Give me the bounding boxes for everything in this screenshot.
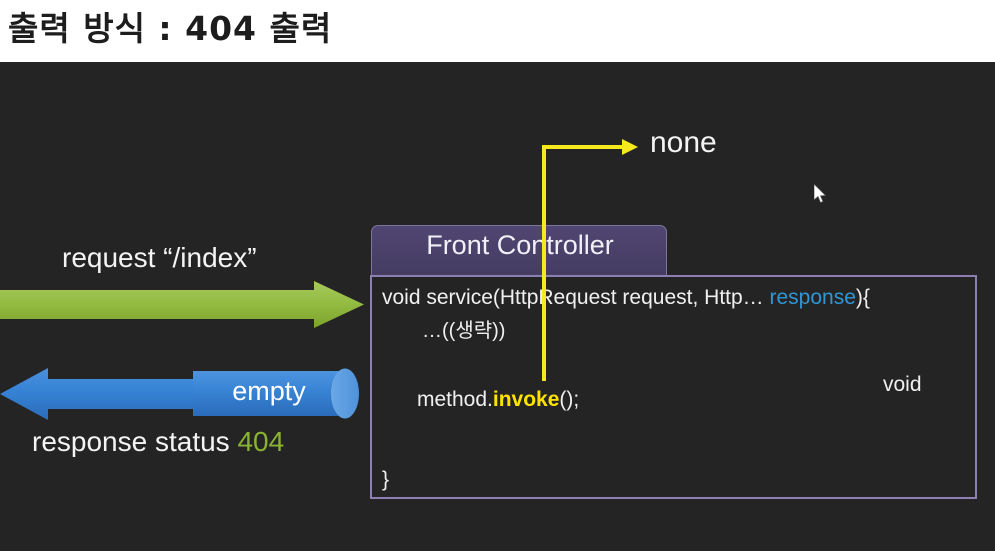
code-signature-post: ){ (855, 286, 870, 309)
mouse-pointer-icon (814, 184, 827, 203)
code-line-signature: void service(HttpRequest request, Http… … (382, 286, 870, 310)
empty-payload-label: empty (232, 376, 306, 406)
code-signature-pre: void service(HttpRequest request, Http… (382, 286, 770, 309)
code-line-invoke: method.invoke(); (417, 388, 579, 412)
response-status-code: 404 (237, 426, 285, 457)
empty-payload-cylinder (193, 368, 359, 419)
page-title: 출력 방식 : 404 출력 (8, 9, 333, 48)
diagram-canvas: request “/index” (0, 62, 995, 551)
front-controller-title: Front Controller (426, 230, 614, 260)
code-token-invoke: invoke (492, 388, 560, 411)
callout-arrow-vertical (542, 145, 546, 381)
response-status-label: response status 404 (32, 426, 284, 458)
request-arrow-icon (0, 281, 364, 328)
front-controller-header: Front Controller (371, 225, 667, 275)
callout-arrow-horizontal (542, 145, 624, 149)
response-status-text: response status (32, 426, 238, 457)
title-bar: 출력 방식 : 404 출력 (0, 0, 995, 62)
code-return-value: void (883, 373, 922, 396)
code-token-response: response (769, 286, 856, 309)
request-label: request “/index” (62, 242, 257, 273)
code-line-omitted: …((생략)) (422, 320, 506, 342)
callout-none-label: none (650, 126, 717, 159)
callout-arrowhead-icon (622, 139, 638, 155)
code-line-closing-brace: } (382, 468, 390, 491)
code-invoke-post: (); (559, 388, 580, 411)
code-invoke-pre: method. (417, 388, 493, 411)
response-arrow-icon (0, 368, 230, 420)
front-controller-body: void service(HttpRequest request, Http… … (370, 275, 977, 499)
